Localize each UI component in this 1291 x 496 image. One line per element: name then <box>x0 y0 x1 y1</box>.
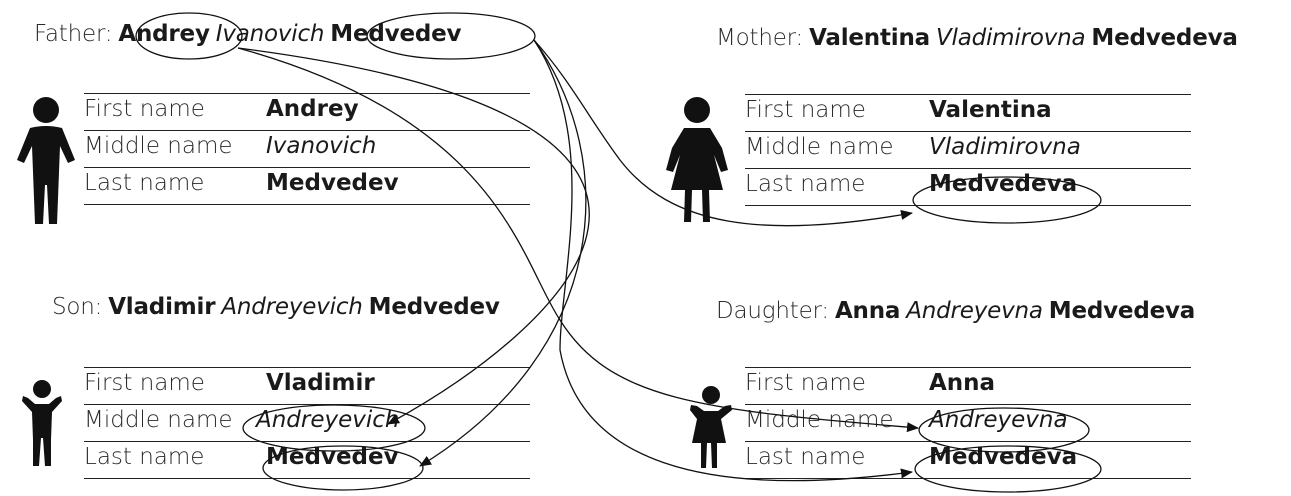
row-key: Middle name <box>84 407 233 433</box>
row-key: First name <box>745 97 866 123</box>
row-key: Last name <box>745 171 866 197</box>
father-middle-name: Ivanovich <box>215 21 325 47</box>
mother-name-table: First name Valentina Middle name Vladimi… <box>745 94 1191 206</box>
son-table-last-name-ellipse <box>262 445 424 491</box>
table-row: Last name Medvedev <box>84 167 530 205</box>
table-row: Middle name Ivanovich <box>84 130 530 167</box>
woman-figure-icon <box>666 97 728 222</box>
table-row: Last name Medvedev <box>84 441 530 479</box>
father-name-table: First name Andrey Middle name Ivanovich … <box>84 93 530 205</box>
row-key: Middle name <box>745 134 894 160</box>
arrow-father-first-to-son-middle <box>237 47 590 425</box>
table-row: Middle name Andreyevich <box>84 404 530 441</box>
row-key: First name <box>745 370 866 396</box>
girl-figure-icon <box>690 386 732 468</box>
row-value: Medvedev <box>266 170 399 196</box>
arrow-father-last-to-daughter-last <box>533 39 913 482</box>
mother-first-name: Valentina <box>809 25 930 51</box>
daughter-middle-name: Andreyevna <box>906 298 1043 324</box>
mother-label: Mother: <box>716 25 804 51</box>
row-value: Andrey <box>266 96 359 122</box>
boy-figure-icon <box>22 380 62 466</box>
row-key: Last name <box>84 170 205 196</box>
row-key: Middle name <box>745 407 894 433</box>
mother-middle-name: Vladimirovna <box>935 25 1086 51</box>
row-key: Middle name <box>84 133 233 159</box>
father-first-name: Andrey <box>118 21 210 47</box>
arrow-father-last-to-son-last <box>419 39 587 467</box>
son-label: Son: <box>52 294 103 320</box>
daughter-table-last-name-ellipse <box>914 445 1102 493</box>
row-value: Vladimir <box>266 370 375 396</box>
row-value: Anna <box>929 370 996 396</box>
daughter-table-middle-name-ellipse <box>918 407 1090 453</box>
mother-table-last-name-ellipse <box>912 176 1102 224</box>
row-key: Last name <box>84 444 205 470</box>
row-value: Vladimirovna <box>929 134 1081 160</box>
table-row: Last name Medvedeva <box>745 168 1191 206</box>
son-first-name: Vladimir <box>108 294 216 320</box>
man-figure-icon <box>17 97 75 224</box>
daughter-first-name: Anna <box>834 298 901 324</box>
son-name-table: First name Vladimir Middle name Andreyev… <box>84 367 530 479</box>
mother-last-name: Medvedeva <box>1091 25 1238 51</box>
father-last-name-ellipse <box>366 12 536 60</box>
father-label: Father: <box>34 21 113 47</box>
row-value: Ivanovich <box>266 133 377 159</box>
row-key: First name <box>84 96 205 122</box>
table-row: First name Andrey <box>84 93 530 130</box>
table-row: Middle name Vladimirovna <box>745 131 1191 168</box>
row-value: Andreyevna <box>929 407 1068 433</box>
son-last-name: Medvedev <box>368 294 500 320</box>
arrow-father-last-to-mother-last <box>533 39 913 227</box>
table-row: First name Valentina <box>745 94 1191 131</box>
table-row: First name Vladimir <box>84 367 530 404</box>
table-row: Middle name Andreyevna <box>745 404 1191 441</box>
son-middle-name: Andreyevich <box>221 294 363 320</box>
father-last-name: Medvedev <box>330 21 462 47</box>
row-value: Valentina <box>929 97 1052 123</box>
row-value: Medvedeva <box>929 171 1078 197</box>
daughter-last-name: Medvedeva <box>1048 298 1196 324</box>
father-first-name-ellipse <box>135 12 243 60</box>
daughter-label: Daughter: <box>716 298 829 324</box>
row-key: Last name <box>745 444 866 470</box>
row-key: First name <box>84 370 205 396</box>
son-table-middle-name-ellipse <box>242 404 426 452</box>
arrow-father-first-to-daughter-middle <box>237 47 919 433</box>
row-value: Andreyevich <box>256 407 400 433</box>
table-row: First name Anna <box>745 367 1191 404</box>
